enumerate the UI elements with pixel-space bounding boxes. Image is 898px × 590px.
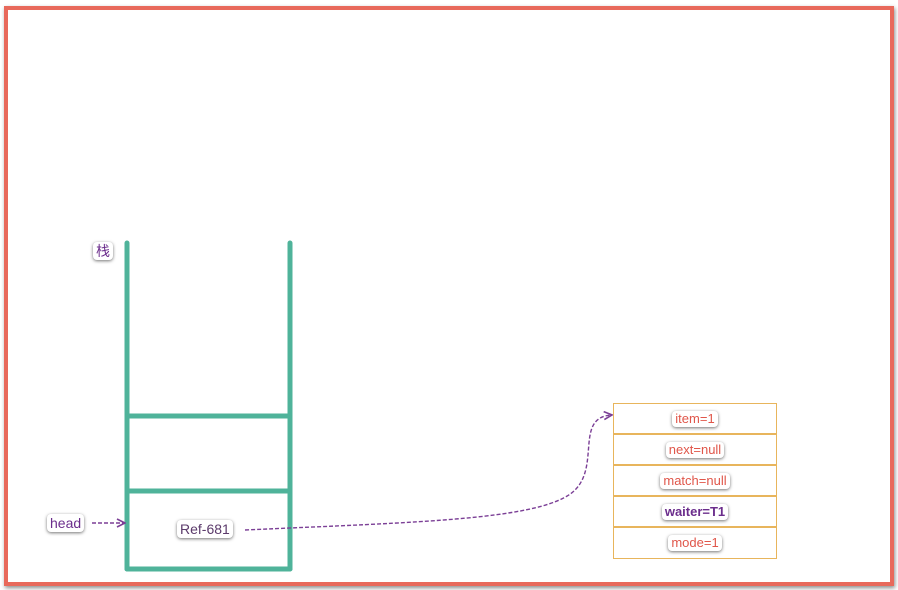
stack-title: 栈 xyxy=(93,242,113,260)
field-item-label: item=1 xyxy=(672,410,718,427)
stack-container xyxy=(124,240,293,572)
field-waiter-label: waiter=T1 xyxy=(661,503,729,520)
node-field-waiter: waiter=T1 xyxy=(614,497,776,528)
node-field-item: item=1 xyxy=(614,404,776,435)
node-field-mode: mode=1 xyxy=(614,528,776,558)
node-field-match: match=null xyxy=(614,466,776,497)
ref-label: Ref-681 xyxy=(177,520,233,538)
node-field-next: next=null xyxy=(614,435,776,466)
snode-box: item=1 next=null match=null waiter=T1 mo… xyxy=(613,403,777,559)
field-match-label: match=null xyxy=(660,472,730,489)
field-mode-label: mode=1 xyxy=(668,535,722,551)
head-label: head xyxy=(47,514,85,532)
field-next-label: next=null xyxy=(665,441,725,458)
ref-arrow xyxy=(244,415,611,531)
